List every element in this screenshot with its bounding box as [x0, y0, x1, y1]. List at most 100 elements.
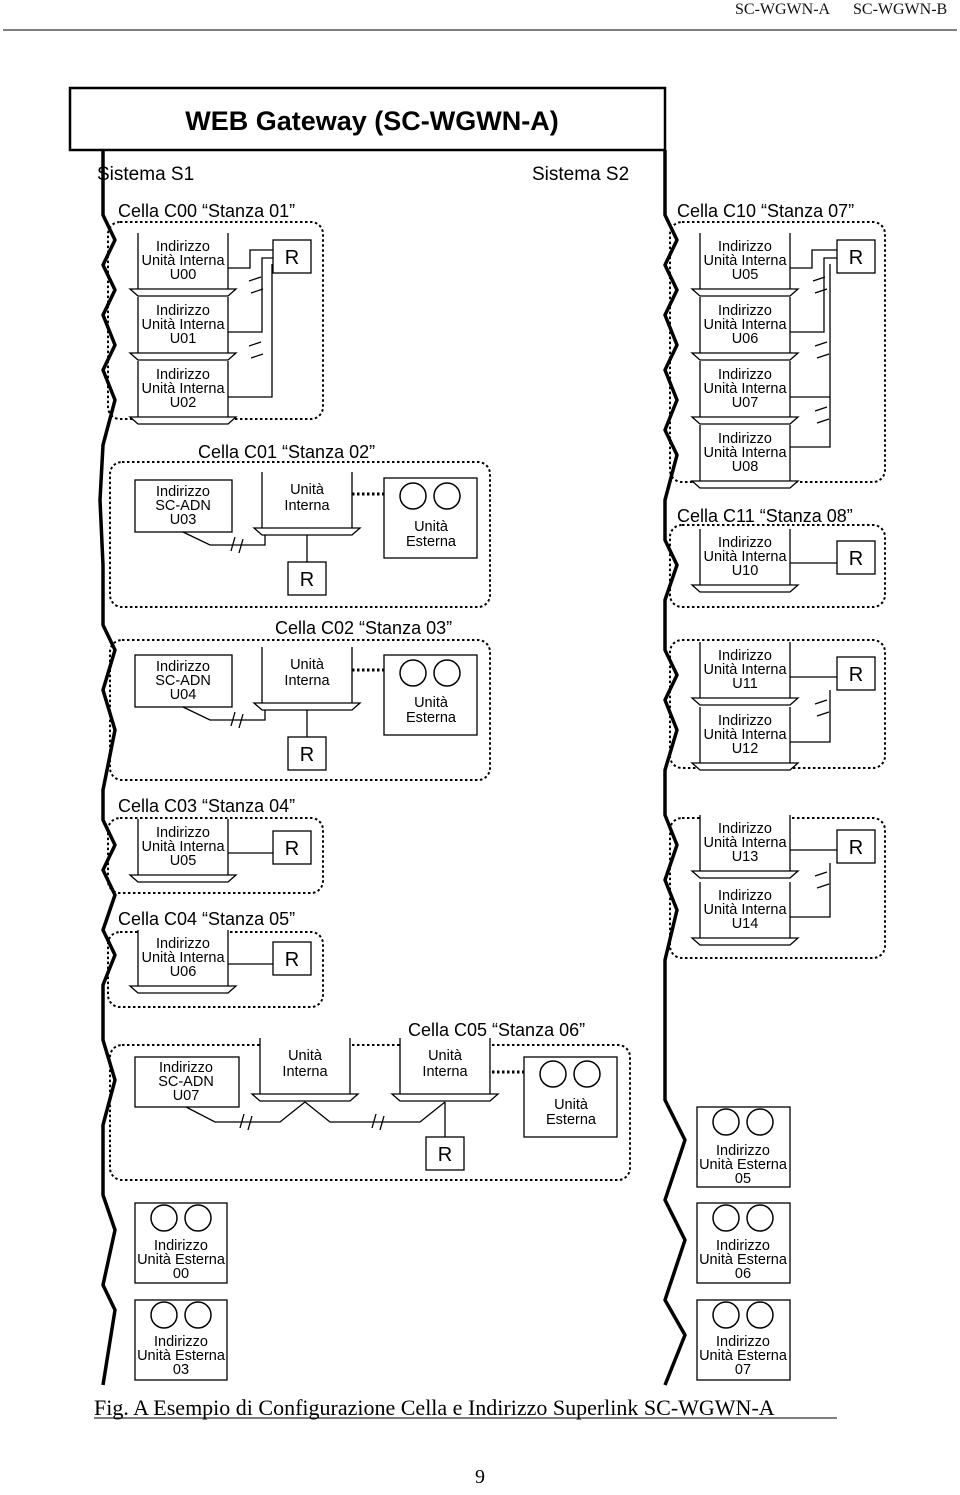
svg-text:Interna: Interna: [422, 1064, 468, 1080]
outdoor-unit-c05-box: [523, 1056, 618, 1138]
indoor-unit-u06-s2: Indirizzo Unità Interna U06: [691, 296, 799, 361]
svg-text:Indirizzo: Indirizzo: [718, 431, 772, 447]
indoor-unit-c02: Unità Interna: [253, 646, 361, 711]
remote-label: R: [849, 548, 863, 570]
remote-controller-c11: [836, 540, 876, 575]
cell-c01-boundary: [109, 461, 491, 608]
remote-controller-c10: [836, 239, 876, 274]
svg-text:U11: U11: [732, 676, 758, 692]
remote-controller-u11: [836, 656, 876, 691]
svg-text:Unità Interna: Unità Interna: [703, 662, 787, 678]
svg-text:Unità Interna: Unità Interna: [703, 727, 787, 743]
svg-text:U06: U06: [732, 331, 759, 347]
cell-c10-label: Cella C10 “Stanza 07”: [677, 201, 854, 221]
outdoor-unit-e06-line1: Indirizzo: [716, 1238, 770, 1254]
remote-label: R: [849, 664, 863, 686]
cable-break-icon: [814, 406, 830, 424]
page-number: 9: [475, 1466, 485, 1488]
cell-c03-label: Cella C03 “Stanza 04”: [118, 796, 295, 816]
wire: [790, 249, 837, 269]
superlink-bus-s2: [663, 150, 687, 1386]
wire: [790, 863, 831, 918]
svg-text:U02: U02: [170, 395, 197, 411]
outdoor-unit-c05-line2: Esterna: [546, 1112, 597, 1128]
cable-break-icon: [248, 276, 264, 294]
remote-label: R: [285, 247, 299, 269]
cell-c05-label: Cella C05 “Stanza 06”: [408, 1020, 585, 1040]
cell-c02-label: Cella C02 “Stanza 03”: [275, 618, 452, 638]
svg-text:Unità Interna: Unità Interna: [703, 445, 787, 461]
indoor-unit-u11: Indirizzo Unità Interna U11: [691, 641, 799, 706]
outdoor-unit-e05-line3: 05: [735, 1171, 751, 1187]
outdoor-unit-c02-box: [383, 654, 478, 736]
remote-controller-c04: [272, 941, 312, 976]
svg-text:Unità: Unità: [288, 1048, 323, 1064]
wire: [185, 1101, 306, 1123]
svg-text:U05: U05: [732, 267, 759, 283]
indoor-unit-u12: Indirizzo Unità Interna U12: [691, 706, 799, 771]
outdoor-unit-e06-line2: Unità Esterna: [699, 1252, 788, 1268]
sc-adn-u03-line1: Indirizzo: [156, 484, 210, 500]
outdoor-unit-c01-box: [383, 477, 478, 559]
svg-text:U00: U00: [170, 267, 197, 283]
indoor-unit-u14: Indirizzo Unità Interna U14: [691, 881, 799, 946]
indoor-unit-c01: Unità Interna: [253, 471, 361, 536]
svg-text:U14: U14: [732, 916, 759, 932]
svg-text:Indirizzo: Indirizzo: [156, 367, 210, 383]
web-gateway-title: WEB Gateway (SC-WGWN-A): [185, 106, 559, 136]
svg-text:Unità Interna: Unità Interna: [703, 317, 787, 333]
svg-text:Unità: Unità: [428, 1048, 463, 1064]
indoor-unit-u06-s1: Indirizzo Unità Interna U06: [129, 929, 237, 994]
svg-text:Indirizzo: Indirizzo: [718, 648, 772, 664]
sc-adn-u04-line1: Indirizzo: [156, 659, 210, 675]
svg-text:Indirizzo: Indirizzo: [718, 367, 772, 383]
cell-c04-label: Cella C04 “Stanza 05”: [118, 909, 295, 929]
cell-c00-label: Cella C00 “Stanza 01”: [118, 201, 295, 221]
remote-controller-c02: [287, 736, 327, 771]
indoor-unit-u05-s2: Indirizzo Unità Interna U05: [691, 232, 799, 297]
outdoor-unit-e03-line2: Unità Esterna: [137, 1348, 226, 1364]
remote-label: R: [849, 247, 863, 269]
wire: [790, 690, 831, 743]
svg-text:Indirizzo: Indirizzo: [718, 535, 772, 551]
svg-text:Interna: Interna: [282, 1064, 328, 1080]
sc-adn-u03-line2: SC-ADN: [155, 498, 211, 514]
outdoor-unit-e03-line1: Indirizzo: [154, 1334, 208, 1350]
svg-text:Unità Interna: Unità Interna: [141, 317, 225, 333]
sc-adn-u07-line2: SC-ADN: [158, 1074, 214, 1090]
svg-text:Unità Interna: Unità Interna: [141, 381, 225, 397]
indoor-unit-u07: Indirizzo Unità Interna U07: [691, 360, 799, 425]
svg-text:Indirizzo: Indirizzo: [718, 303, 772, 319]
cell-c02-boundary: [109, 639, 491, 781]
outdoor-unit-c02-line1: Unità: [414, 695, 449, 711]
outdoor-unit-e03-line3: 03: [173, 1362, 189, 1378]
system-s1-label: Sistema S1: [97, 164, 194, 185]
svg-text:Unità Interna: Unità Interna: [141, 839, 225, 855]
svg-text:U08: U08: [732, 459, 759, 475]
svg-text:Indirizzo: Indirizzo: [156, 239, 210, 255]
group-u11-u12-boundary: [669, 639, 886, 769]
remote-label: R: [849, 837, 863, 859]
svg-text:Unità Interna: Unità Interna: [141, 950, 225, 966]
svg-text:Indirizzo: Indirizzo: [156, 936, 210, 952]
cable-break-icon: [814, 871, 830, 889]
indoor-unit-u01: Indirizzo Unità Interna U01: [129, 296, 237, 361]
svg-text:Unità Interna: Unità Interna: [141, 253, 225, 269]
remote-controller-c05: [425, 1136, 465, 1171]
svg-text:Indirizzo: Indirizzo: [156, 303, 210, 319]
sc-adn-u07-line1: Indirizzo: [159, 1060, 213, 1076]
cell-c05-boundary: [109, 1044, 631, 1181]
remote-controller-u13: [836, 829, 876, 864]
outdoor-unit-e07-line2: Unità Esterna: [699, 1348, 788, 1364]
sc-adn-u07-line3: U07: [173, 1088, 200, 1104]
outdoor-unit-c05-line1: Unità: [554, 1097, 589, 1113]
wire: [228, 257, 275, 333]
system-s2-label: Sistema S2: [532, 164, 629, 185]
figure-caption: Fig. A Esempio di Configurazione Cella e…: [94, 1395, 775, 1420]
svg-text:U10: U10: [732, 563, 759, 579]
remote-label: R: [285, 949, 299, 971]
indoor-unit-u10: Indirizzo Unità Interna U10: [691, 528, 799, 593]
sc-adn-u04-box: [134, 654, 233, 708]
header-model-b: SC-WGWN-B: [853, 1, 947, 18]
